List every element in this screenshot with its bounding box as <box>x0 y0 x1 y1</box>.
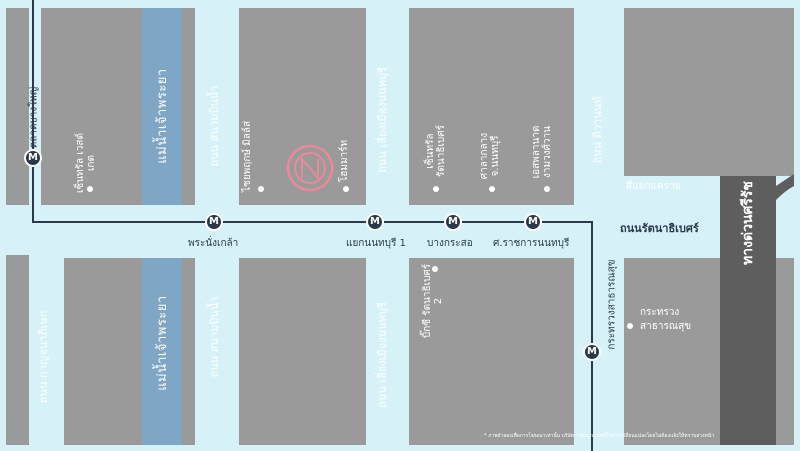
station-label-bang-krasor: บางกระสอ <box>427 238 473 249</box>
place-label-big-c: บิ๊กซี รัตนาธิเบศร์ 2 <box>422 263 444 339</box>
place-label-city-hall: ศาลากลาง จ.นนทบุรี <box>479 132 501 180</box>
place-label-esplanade: เอสพลานาด งามวงศ์วาน <box>531 125 553 179</box>
road-label-rattanathibet: ถนนรัตนาธิเบศร์ <box>620 222 699 235</box>
place-dot <box>258 186 264 192</box>
road-label-kanchanaphisek: ถนน กาญจนาภิเษก <box>37 310 50 404</box>
place-dot <box>433 186 439 192</box>
station-label-ministry: กระทรวงสาธารณสุข <box>606 259 618 350</box>
station-label-yaek-nonthaburi: แยกนนทบุรี 1 <box>346 238 406 249</box>
place-dot <box>627 323 633 329</box>
rail-line <box>32 0 593 451</box>
city-block <box>409 8 574 205</box>
project-logo-icon <box>286 144 334 192</box>
place-dot <box>544 186 550 192</box>
place-label-the-mall: โฮมมาร์ท <box>339 139 350 183</box>
station-yaek-nonthaburi-icon: M <box>366 213 384 231</box>
station-bang-yai-icon: M <box>24 149 42 167</box>
city-block <box>64 258 142 445</box>
river-top <box>142 8 182 205</box>
station-sor-ratchakan-icon: M <box>524 213 542 231</box>
station-bang-krasor-icon: M <box>444 213 462 231</box>
city-block <box>182 8 195 205</box>
station-label-sor-ratchakan: ศ.ราชการนนทบุรี <box>493 238 570 249</box>
road-label-sanambinnam-bottom: ถนน สนามบินน้ำ <box>208 296 221 378</box>
river-label-bottom: แม่น้ำเจ้าพระยา <box>155 295 170 391</box>
city-block <box>6 8 29 205</box>
city-block <box>239 258 366 445</box>
expressway-bar <box>720 176 776 445</box>
station-ministry-icon: M <box>583 343 601 361</box>
place-label-chaiyapruek: ไชยพฤกษ์ มิลล์ส่ <box>242 120 253 192</box>
station-phra-nang-klao-icon: M <box>205 213 223 231</box>
station-label-bang-yai: ตลาดบางใหญ่ <box>28 86 40 149</box>
river-bottom <box>142 258 182 445</box>
road-label-khae-rai: สี่แยกแคราย <box>626 181 681 192</box>
place-label-ministry: กระทรวง สาธารณสุข <box>640 307 692 332</box>
road-label-liang-muang-bottom: ถนน เลี่ยงเมืองนนทบุรี <box>376 302 389 408</box>
river-label-top: แม่น้ำเจ้าพระยา <box>155 68 170 164</box>
project-logo-letter-icon <box>301 156 319 181</box>
city-block <box>182 258 195 445</box>
city-block <box>6 255 29 445</box>
place-dot <box>489 186 495 192</box>
project-logo-inner-icon <box>294 152 326 184</box>
place-dot <box>432 266 438 272</box>
city-block <box>409 258 574 445</box>
station-label-phra-nang-klao: พระนั่งเกล้า <box>188 238 239 249</box>
place-label-central-rattanathibet: เซ็นทรัล รัตนาธิเบศร์ <box>425 125 447 177</box>
place-dot <box>87 186 93 192</box>
place-label-central-westgate: เซ็นทรัล เวสต์เกต <box>75 133 97 193</box>
road-label-expressway: ทางด่วนศรีรัช <box>740 181 756 265</box>
expressway-ramp <box>776 174 794 200</box>
road-label-liang-muang-top: ถนน เลี่ยงเมืองนนทบุรี <box>376 67 389 173</box>
road-label-tiwanon: ถนน ติวานนท์ <box>591 96 604 164</box>
place-dot <box>343 186 349 192</box>
city-block <box>624 8 794 176</box>
road-label-sanambinnam-top: ถนน สนามบินน้ำ <box>208 85 221 167</box>
city-block <box>41 8 142 205</box>
footnote: * ภาพจำลองเพื่อการโฆษณาเท่านั้น บริษัทฯ … <box>484 433 715 439</box>
